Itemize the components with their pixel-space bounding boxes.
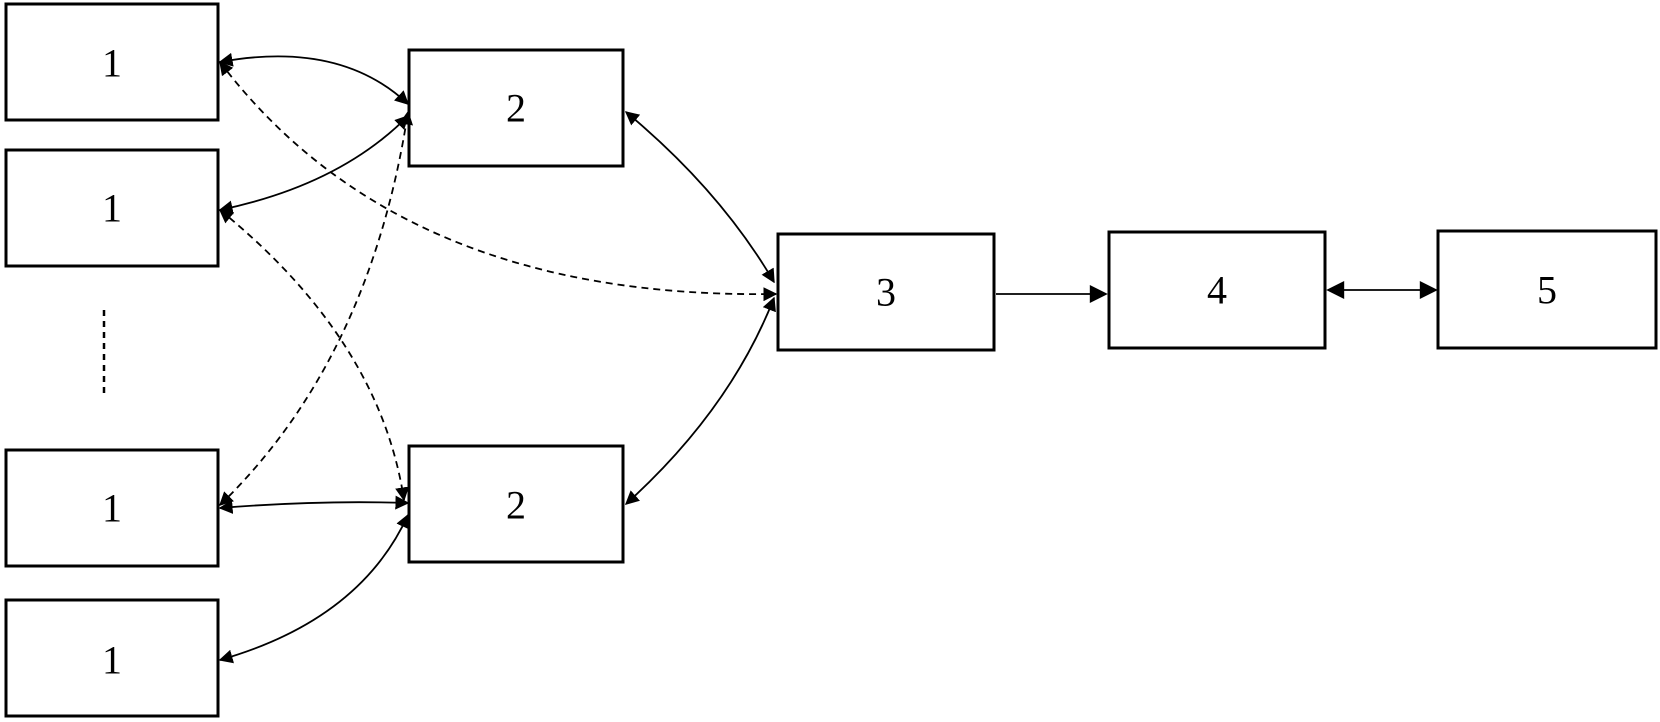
node-2a: 2 bbox=[407, 48, 625, 168]
node-3-label: 3 bbox=[876, 270, 896, 315]
node-1c: 1 bbox=[4, 448, 220, 568]
node-1a-label: 1 bbox=[102, 41, 122, 86]
edge-1c-2b bbox=[218, 495, 410, 514]
node-4: 4 bbox=[1107, 230, 1327, 350]
edge-1b-2a bbox=[218, 115, 409, 215]
edge-1b-2b bbox=[218, 209, 410, 502]
node-5-label: 5 bbox=[1537, 268, 1557, 313]
node-1d: 1 bbox=[4, 598, 220, 718]
edge-2b-3 bbox=[624, 296, 776, 505]
node-1b: 1 bbox=[4, 148, 220, 268]
edge-2a-3 bbox=[624, 111, 775, 284]
node-2a-label: 2 bbox=[506, 86, 526, 131]
node-1d-label: 1 bbox=[102, 638, 122, 683]
edge-1d-2b bbox=[218, 513, 410, 664]
node-3: 3 bbox=[776, 232, 996, 352]
node-5: 5 bbox=[1436, 229, 1658, 350]
node-2b-label: 2 bbox=[506, 483, 526, 528]
node-1a: 1 bbox=[4, 2, 220, 122]
node-1c-label: 1 bbox=[102, 486, 122, 531]
node-1b-label: 1 bbox=[102, 186, 122, 231]
edge-1a-3 bbox=[219, 60, 778, 302]
node-4-label: 4 bbox=[1207, 268, 1227, 313]
edge-1c-2a bbox=[218, 110, 414, 506]
node-2b: 2 bbox=[407, 444, 625, 564]
edge-1a-2a bbox=[218, 52, 410, 105]
